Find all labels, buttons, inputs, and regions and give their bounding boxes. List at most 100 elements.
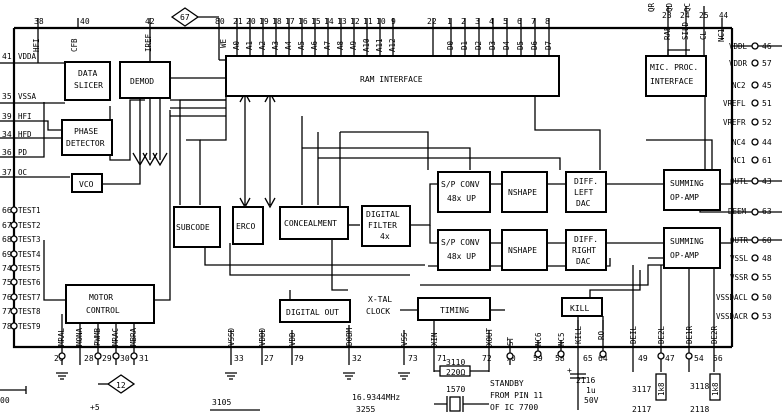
top-pin-label-a0: A0 (232, 40, 241, 50)
capacitor-2116-voltage: 50V (584, 396, 599, 405)
top-pin-label-a12: A12 (388, 38, 397, 52)
bottom-pin-26: 26 (54, 354, 64, 363)
block-summing-bottom: SUMMING OP-AMP (663, 227, 721, 269)
bottom-pin-label-de2r: DE2R (710, 325, 719, 344)
demod-label: DEMOD (130, 77, 154, 86)
top-pin-label-d5: D5 (516, 41, 525, 50)
block-diff-left-dac: DIFF. LEFT DAC (565, 171, 607, 213)
top-pin-label-qd: QD (665, 2, 674, 12)
sp-conv-top-label-2: 48x UP (447, 194, 476, 203)
capacitor-2117-label: 2117 (632, 405, 651, 412)
kill-label: KILL (570, 304, 589, 313)
block-concealment: CONCEALMENT (279, 206, 349, 240)
bottom-pin-leads (61, 320, 715, 410)
left-pin-label-hfi: HFI (18, 112, 32, 121)
vco-label: VCO (79, 180, 94, 189)
top-pin-label-qr: QR (647, 2, 656, 12)
resistor-3110-label: 3110 (446, 358, 465, 367)
phase-detector-label-2: DETECTOR (66, 139, 105, 148)
summing-top-label-2: OP-AMP (670, 193, 699, 202)
bottom-pin-labels: MRAL MONA PWMB MRAC MBRA VSSD VDDD VDD D… (57, 325, 719, 346)
block-diff-right-dac: DIFF. RIGHT DAC (565, 229, 607, 271)
right-pin-label-nc4: NC4 (732, 138, 746, 147)
bottom-pin-label-mona: MONA (75, 327, 84, 346)
diff-right-label-3: DAC (576, 257, 591, 266)
top-pin-10: 10 (376, 17, 386, 26)
bottom-pin-label-mral: MRAL (57, 327, 66, 346)
left-pin-label-test4: TEST4 (18, 250, 41, 259)
top-pin-label-a5: A5 (297, 41, 306, 50)
top-pin-label-d0: D0 (446, 40, 455, 50)
component-3105-label: 3105 (212, 398, 231, 407)
top-pin-label-nc1: NC1 (717, 28, 726, 42)
right-pin-44: 44 (762, 138, 772, 147)
left-pin-label-test7: TEST7 (18, 293, 41, 302)
callout-diamond-12 (106, 374, 136, 394)
nshape-bottom-label: NSHAPE (508, 246, 537, 255)
bottom-pin-65: 65 (583, 354, 593, 363)
top-pin-label-d7: D7 (544, 41, 553, 50)
top-pin-label-d6: D6 (530, 40, 539, 50)
standby-line-1: STANDBY (490, 379, 524, 388)
right-pin-57: 57 (762, 59, 772, 68)
top-pin-7: 7 (531, 17, 536, 26)
crystal-frequency: 16.9344MHz (352, 393, 400, 402)
bottom-pin-label-de1r: DE1R (685, 325, 694, 344)
top-pin-label-sild: SILD (681, 21, 690, 40)
block-motor-control: MOTOR CONTROL (65, 284, 155, 324)
partial-label-00: 00 (0, 396, 10, 405)
top-pin-23: 23 (662, 11, 672, 20)
right-pin-label-deem: DEEM (728, 207, 747, 216)
top-pin-label-hfi: HFI (32, 38, 41, 52)
block-sp-conv-bottom: S/P CONV 48x UP (437, 229, 491, 271)
top-pin-40: 40 (80, 17, 90, 26)
left-pin-77: 77 (2, 307, 12, 316)
bottom-pin-31: 31 (139, 354, 149, 363)
bottom-pin-numbers: 26 28 29 30 31 33 27 79 32 73 71 72 70 5… (54, 354, 723, 363)
block-nshape-bottom: NSHAPE (501, 229, 548, 271)
block-timing: TIMING (417, 297, 491, 321)
component-3255-label: 3255 (356, 405, 375, 412)
block-erco: ERCO (232, 206, 264, 245)
right-pin-label-vrefr: VREFR (723, 118, 746, 127)
resistor-3117-label: 3117 (632, 385, 651, 394)
bottom-pin-label-vdd: VDD (288, 332, 297, 346)
bottom-pin-30: 30 (120, 354, 130, 363)
left-pin-label-oc: OC (18, 168, 27, 177)
top-pin-42: 42 (145, 17, 155, 26)
block-vco: VCO (71, 173, 103, 193)
top-pin-1: 1 (447, 17, 452, 26)
top-pin-label-a11: A11 (375, 38, 384, 52)
bottom-pin-label-pwmb: PWMB (93, 327, 102, 346)
erco-label: ERCO (236, 222, 255, 231)
summing-bottom-label-1: SUMMING (670, 237, 704, 246)
sp-conv-bottom-label-1: S/P CONV (441, 238, 480, 247)
top-pin-label-a3: A3 (271, 41, 280, 50)
left-pin-label-test5: TEST5 (18, 264, 41, 273)
block-kill: KILL (561, 297, 603, 317)
callout-67: 67 (180, 13, 190, 22)
bottom-pin-33: 33 (234, 354, 244, 363)
bottom-pin-label-mrac: MRAC (111, 328, 120, 346)
address-pins: 21 20 19 18 17 16 15 14 13 12 11 10 9 A0… (232, 17, 397, 58)
left-pin-label-test1: TEST1 (18, 206, 41, 215)
right-pin-45: 45 (762, 81, 772, 90)
right-pin-label-nc2: NC2 (732, 81, 746, 90)
left-pin-label-test9: TEST9 (18, 322, 41, 331)
left-pin-label-test8: TEST8 (18, 307, 41, 316)
bottom-pin-label-ro: RO (597, 330, 606, 340)
bottom-pin-label-mbra: MBRA (129, 327, 138, 346)
left-pin-66: 66 (2, 206, 12, 215)
top-pin-label-a10: A10 (362, 38, 371, 52)
capacitor-2116-label: 2116 (576, 376, 595, 385)
standby-line-3: OF IC 7700 (490, 403, 538, 412)
block-subcode: SUBCODE (173, 206, 221, 248)
right-pin-label-nc1: NC1 (732, 156, 746, 165)
resistor-3110-value: 220Ω (446, 368, 465, 377)
subcode-label: SUBCODE (176, 223, 210, 232)
top-pin-label-d3: D3 (488, 41, 497, 50)
timing-label: TIMING (440, 306, 469, 315)
crystal-1570-label: 1570 (446, 385, 465, 394)
top-pin-label-qc: QC (683, 3, 692, 12)
top-pin-17: 17 (285, 17, 295, 26)
